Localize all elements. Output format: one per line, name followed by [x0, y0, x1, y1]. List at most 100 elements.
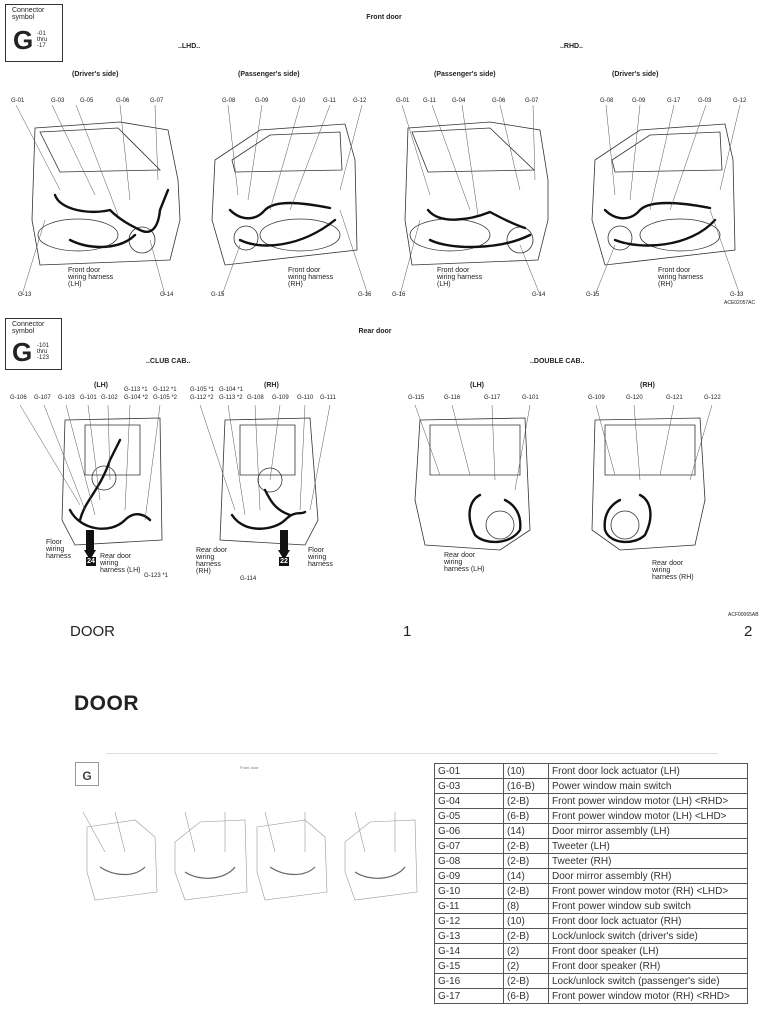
connector-label: G-113 *2: [219, 395, 243, 401]
rear-harness-label: Rear door wiring harness (LH): [100, 553, 141, 574]
pin-count-cell: (10): [503, 763, 549, 779]
pin-count-cell: (14): [503, 823, 549, 839]
rear-harness-label: Rear door wiring harness (LH): [444, 552, 485, 573]
connector-label: G-12: [733, 98, 747, 104]
connector-label: G-121: [666, 395, 683, 401]
connector-label: G-05: [80, 98, 94, 104]
connector-label: G-03: [51, 98, 65, 104]
connector-label: G-103: [58, 395, 75, 401]
connector-label: G-09: [632, 98, 646, 104]
table-row: G-11(8)Front power window sub switch: [434, 898, 748, 914]
table-row: G-06(14)Door mirror assembly (LH): [434, 823, 748, 839]
connector-label: G-104 *2: [124, 395, 149, 401]
thumb-connector-symbol: G: [75, 762, 99, 786]
connector-label: G-109: [588, 395, 605, 401]
rear-door-diagrams: [19, 404, 713, 560]
connector-label: G-14: [532, 292, 546, 298]
connector-label: G-01: [396, 98, 410, 104]
connector-id-cell: G-13: [434, 928, 504, 944]
connector-id-cell: G-15: [434, 958, 504, 974]
rear-harness-label: Rear door wiring harness (RH): [196, 547, 228, 575]
page2-title: DOOR: [74, 692, 139, 715]
divider: [106, 753, 718, 754]
pin-count-cell: (10): [503, 913, 549, 929]
table-row: G-07(2-B)Tweeter (LH): [434, 838, 748, 854]
connector-symbol-label: Connector symbol: [12, 7, 45, 21]
connector-label: G-06: [492, 98, 506, 104]
connector-label: G-07: [150, 98, 164, 104]
figure-code: ACF00065AB: [728, 612, 759, 618]
connector-label: G-13: [730, 292, 744, 298]
connector-id-cell: G-17: [434, 988, 504, 1004]
front-door-thumbnail: G Front door: [75, 762, 427, 920]
table-row: G-01(10)Front door lock actuator (LH): [434, 763, 748, 779]
connector-label: G-110: [297, 395, 314, 401]
table-row: G-10(2-B)Front power window motor (RH) <…: [434, 883, 748, 899]
connector-id-cell: G-11: [434, 898, 504, 914]
connector-label: G-04: [452, 98, 466, 104]
connector-label: G-03: [698, 98, 712, 104]
connector-label: G-06: [116, 98, 130, 104]
description-cell: Tweeter (LH): [548, 838, 748, 854]
table-row: G-13(2-B)Lock/unlock switch (driver's si…: [434, 928, 748, 944]
pin-count-cell: (8): [503, 898, 549, 914]
connector-label: G-15: [211, 292, 225, 298]
description-cell: Front power window motor (RH) <LHD>: [548, 883, 748, 899]
rear-harness-label: Rear door wiring harness (RH): [652, 560, 694, 581]
connector-label: G-105 *2: [153, 395, 178, 401]
connector-label: G-114: [240, 576, 257, 582]
table-row: G-04(2-B)Front power window motor (LH) <…: [434, 793, 748, 809]
front-door-title: Front door: [366, 14, 402, 21]
front-connector-symbol-box: Connector symbol G -01 thru -17: [5, 4, 63, 62]
connector-label: G-116: [444, 395, 461, 401]
description-cell: Tweeter (RH): [548, 853, 748, 869]
rear-connector-symbol-box: Connector symbol G -101 thru -123: [5, 318, 62, 370]
table-row: G-14(2)Front door speaker (LH): [434, 943, 748, 959]
description-cell: Front door lock actuator (RH): [548, 913, 748, 929]
description-cell: Front door lock actuator (LH): [548, 763, 748, 779]
double-cab-label: ..DOUBLE CAB..: [530, 358, 585, 365]
connector-label: G-105 *1: [190, 387, 215, 393]
club-cab-label: ..CLUB CAB..: [146, 358, 191, 365]
description-cell: Front power window motor (RH) <RHD>: [548, 988, 748, 1004]
lhd-label: ..LHD..: [178, 43, 201, 50]
table-row: G-09(14)Door mirror assembly (RH): [434, 868, 748, 884]
connector-letter: G: [12, 337, 33, 367]
rear-door-double-rh: [591, 404, 713, 551]
rhd-label: ..RHD..: [560, 43, 583, 50]
connector-label: G-17: [667, 98, 681, 104]
table-row: G-16(2-B)Lock/unlock switch (passenger's…: [434, 973, 748, 989]
connector-label: G-104 *1: [219, 387, 244, 393]
panel-title-lhd-passenger: (Passenger's side): [238, 71, 300, 78]
page-number-2[interactable]: 2: [744, 623, 753, 640]
connector-id-cell: G-10: [434, 883, 504, 899]
floor-harness-label: Floor wiring harness: [46, 539, 71, 560]
table-row: G-08(2-B)Tweeter (RH): [434, 853, 748, 869]
connector-label: G-01: [11, 98, 25, 104]
harness-label: Front door wiring harness (RH): [288, 267, 334, 288]
connector-label: G-122: [704, 395, 721, 401]
connector-id-cell: G-07: [434, 838, 504, 854]
rear-door-double-lh: [414, 404, 531, 551]
table-row: G-17(6-B)Front power window motor (RH) <…: [434, 988, 748, 1004]
description-cell: Lock/unlock switch (passenger's side): [548, 973, 748, 989]
rear-door-title: Rear door: [358, 328, 392, 335]
connector-range: -01 thru -17: [37, 31, 48, 49]
harness-label: Front door wiring harness (LH): [68, 267, 114, 288]
pin-count-cell: (2-B): [503, 883, 549, 899]
connector-id-cell: G-14: [434, 943, 504, 959]
pin-count-cell: (2-B): [503, 928, 549, 944]
pin-count-cell: (16-B): [503, 778, 549, 794]
door-panel-rhd-passenger: [399, 104, 549, 296]
thumb-diagram: [82, 811, 418, 901]
connector-id-cell: G-05: [434, 808, 504, 824]
connector-label: G-106: [10, 395, 27, 401]
door-panel-lhd-driver: [15, 104, 181, 296]
connector-id-cell: G-03: [434, 778, 504, 794]
connector-range: -101 thru -123: [37, 343, 50, 361]
pin-count-cell: (2): [503, 958, 549, 974]
connector-label: G-16: [358, 292, 372, 298]
pin-count-cell: (2-B): [503, 853, 549, 869]
page-number-1[interactable]: 1: [403, 623, 412, 640]
connector-id-cell: G-16: [434, 973, 504, 989]
